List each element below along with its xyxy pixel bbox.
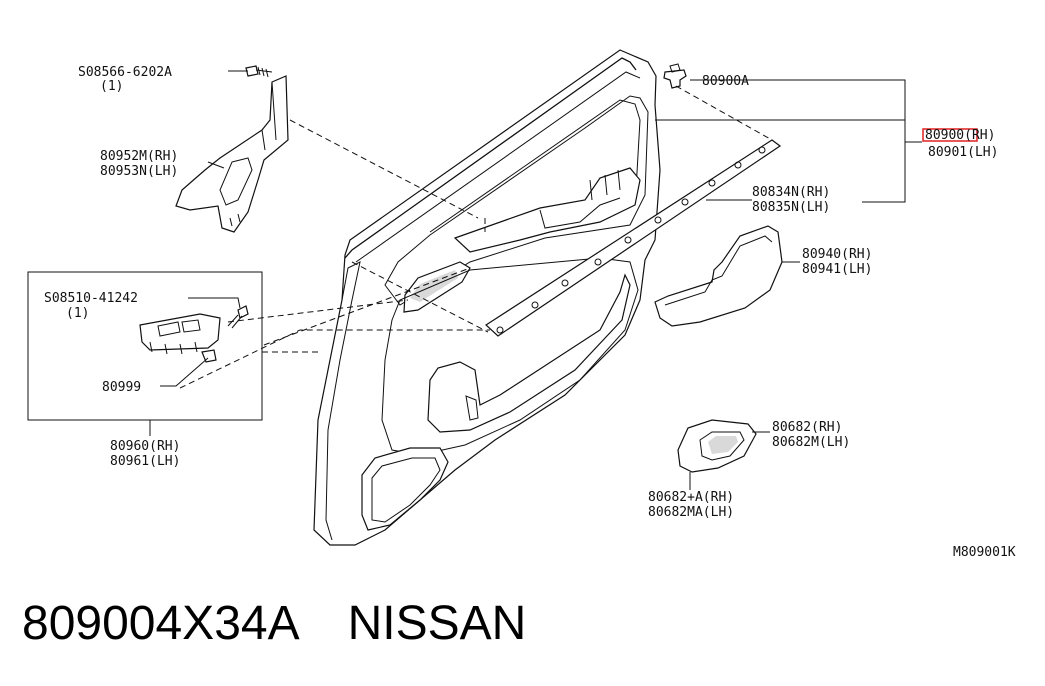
label-trim-rh: 80900(RH) [925,128,995,143]
label-seal-lh: 80835N(LH) [752,200,830,215]
part-caption: 809004X34A NISSAN [22,596,526,651]
label-seal-rh: 80834N(RH) [752,185,830,200]
label-screw-b: S08510-41242 [44,291,138,306]
label-screw-a-qty: (1) [100,79,123,94]
switch-assembly-box [27,271,263,421]
label-armrest-lh: 80941(LH) [802,262,872,277]
label-switch-lh: 80961(LH) [110,454,180,469]
inside-handle-part [677,419,757,473]
part-number: 809004X34A [22,597,300,650]
bracket-part [175,65,289,233]
label-handle-lh: 80682M(LH) [772,435,850,450]
label-clip-top: 80900A [702,74,749,89]
weather-seal-strip [485,139,782,337]
label-trim-lh: 80901(LH) [928,145,998,160]
labels: S08566-6202A (1) 80952M(RH) 80953N(LH) S… [44,65,1016,560]
label-screw-a: S08566-6202A [78,65,172,80]
assembly-guides [179,85,773,389]
highlight-box [922,128,978,142]
brand-name: NISSAN [347,597,527,650]
label-escutcheon-lh: 80682MA(LH) [648,505,734,520]
label-screw-b-qty: (1) [66,306,89,321]
label-diagram-code: M809001K [953,545,1016,560]
door-trim-panel [313,49,661,546]
label-switch-rh: 80960(RH) [110,439,180,454]
label-bracket-lh: 80953N(LH) [100,164,178,179]
label-bracket-rh: 80952M(RH) [100,149,178,164]
label-clip-small: 80999 [102,380,141,395]
leader-lines [149,70,922,490]
label-armrest-rh: 80940(RH) [802,247,872,262]
clip-fastener [663,63,687,89]
label-escutcheon-rh: 80682+A(RH) [648,490,734,505]
armrest-part [654,225,783,327]
label-handle-rh: 80682(RH) [772,420,842,435]
